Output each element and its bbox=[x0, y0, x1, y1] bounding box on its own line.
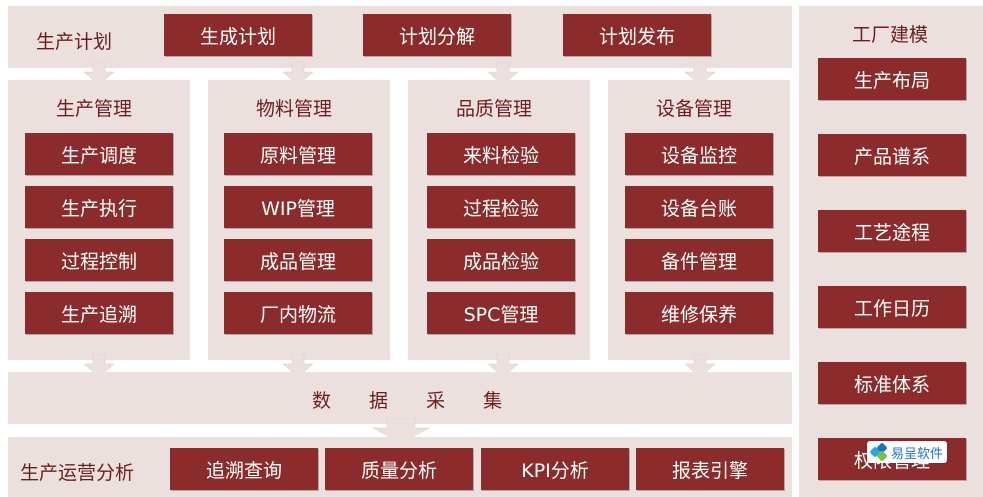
finished-goods-button[interactable]: 成品管理 bbox=[224, 239, 372, 281]
spare-parts-button[interactable]: 备件管理 bbox=[625, 239, 773, 281]
kpi-analysis-button[interactable]: KPI分析 bbox=[481, 448, 629, 490]
raw-material-button[interactable]: 原料管理 bbox=[224, 133, 372, 175]
down-arrow-icon bbox=[487, 62, 519, 86]
production-layout-button[interactable]: 生产布局 bbox=[818, 58, 966, 100]
factory-modeling-title: 工厂建模 bbox=[852, 24, 929, 46]
equipment-monitor-button[interactable]: 设备监控 bbox=[625, 133, 773, 175]
quality-analysis-button[interactable]: 质量分析 bbox=[325, 448, 473, 490]
process-inspection-button[interactable]: 过程检验 bbox=[427, 186, 575, 228]
process-control-button[interactable]: 过程控制 bbox=[25, 239, 173, 281]
plan-title: 生产计划 bbox=[36, 31, 113, 53]
production-trace-button[interactable]: 生产追溯 bbox=[25, 292, 173, 334]
analysis-title: 生产运营分析 bbox=[20, 462, 135, 484]
watermark-text: 易呈软件 bbox=[891, 446, 944, 462]
final-inspection-button[interactable]: 成品检验 bbox=[427, 239, 575, 281]
down-arrow-icon bbox=[83, 62, 115, 86]
watermark: 易呈软件 bbox=[867, 441, 947, 463]
generate-plan-button[interactable]: 生成计划 bbox=[164, 14, 312, 56]
down-arrow-icon bbox=[487, 354, 519, 378]
wip-management-button[interactable]: WIP管理 bbox=[224, 186, 372, 228]
down-arrow-icon bbox=[372, 418, 430, 444]
module-title: 品质管理 bbox=[456, 98, 533, 120]
brand-logo-icon bbox=[869, 442, 888, 462]
module-title: 物料管理 bbox=[256, 98, 333, 120]
standard-system-button[interactable]: 标准体系 bbox=[818, 362, 966, 404]
data-collection-panel bbox=[8, 372, 792, 424]
production-execution-button[interactable]: 生产执行 bbox=[25, 186, 173, 228]
publish-plan-button[interactable]: 计划发布 bbox=[563, 14, 711, 56]
decompose-plan-button[interactable]: 计划分解 bbox=[363, 14, 511, 56]
spc-management-button[interactable]: SPC管理 bbox=[427, 292, 575, 334]
down-arrow-icon bbox=[684, 354, 716, 378]
down-arrow-icon bbox=[282, 354, 314, 378]
maintenance-button[interactable]: 维修保养 bbox=[625, 292, 773, 334]
report-engine-button[interactable]: 报表引擎 bbox=[636, 448, 784, 490]
process-routing-button[interactable]: 工艺途程 bbox=[818, 210, 966, 252]
inplant-logistics-button[interactable]: 厂内物流 bbox=[224, 292, 372, 334]
down-arrow-icon bbox=[684, 62, 716, 86]
work-calendar-button[interactable]: 工作日历 bbox=[818, 286, 966, 328]
data-collection-label: 数 据 采 集 bbox=[312, 390, 519, 412]
down-arrow-icon bbox=[83, 354, 115, 378]
trace-query-button[interactable]: 追溯查询 bbox=[170, 448, 318, 490]
down-arrow-icon bbox=[282, 62, 314, 86]
equipment-ledger-button[interactable]: 设备台账 bbox=[625, 186, 773, 228]
module-title: 设备管理 bbox=[656, 98, 733, 120]
product-family-button[interactable]: 产品谱系 bbox=[818, 134, 966, 176]
incoming-inspection-button[interactable]: 来料检验 bbox=[427, 133, 575, 175]
module-title: 生产管理 bbox=[56, 98, 133, 120]
production-scheduling-button[interactable]: 生产调度 bbox=[25, 133, 173, 175]
